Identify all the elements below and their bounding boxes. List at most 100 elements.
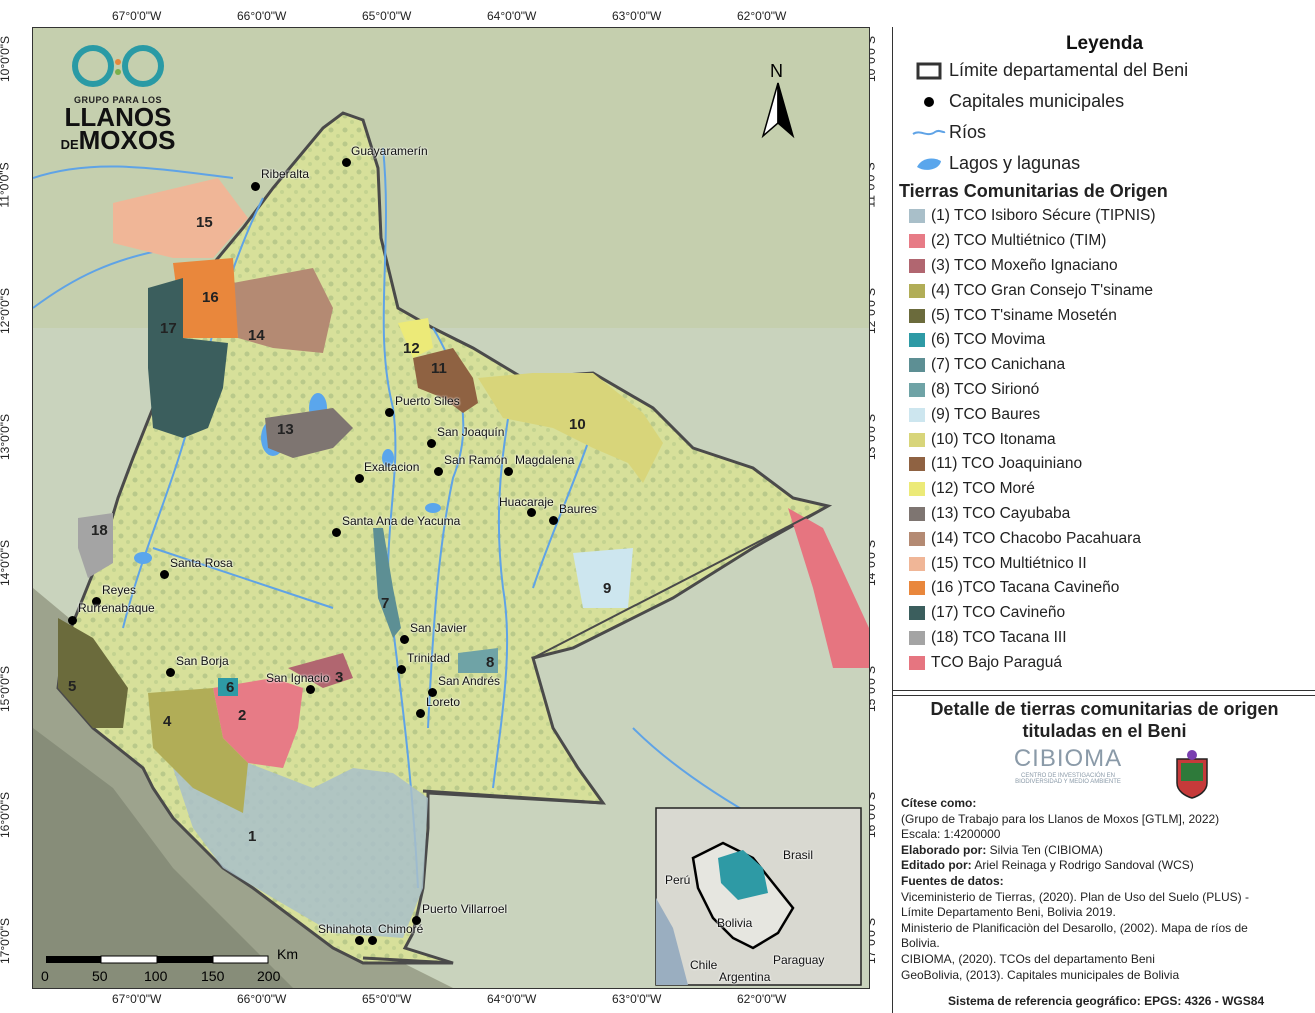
place-label: Magdalena [515, 453, 575, 467]
tco-legend-label: (3) TCO Moxeño Ignaciano [931, 256, 1118, 274]
tco-bajo-paragua [788, 508, 869, 668]
tco-legend-item: (8) TCO Sirionó [893, 378, 1315, 403]
dot-icon [909, 95, 949, 109]
scale-tick-200: 200 [257, 968, 281, 984]
tco-number: 14 [248, 327, 265, 344]
tco-legend-item: TCO Bajo Paraguá [893, 650, 1315, 675]
place-label: Reyes [102, 583, 137, 597]
inset-label-peru: Perú [665, 873, 691, 887]
tco-swatch-icon [909, 333, 925, 348]
tco-legend-label: (7) TCO Canichana [931, 356, 1066, 374]
tco-legend-item: (14) TCO Chacobo Pacahuara [893, 526, 1315, 551]
tco-14 [233, 268, 333, 353]
north-label: N [770, 61, 783, 81]
coord-left-1: 10°0'0"S [0, 35, 13, 83]
place-label: Chimoré [378, 922, 424, 936]
tco-swatch-icon [909, 606, 925, 621]
scale-tick-50: 50 [92, 968, 108, 984]
coord-bottom-3: 65°0'0"W [362, 992, 412, 1006]
legend-item-lakes: Lagos y lagunas [909, 148, 1315, 179]
tco-swatch-icon [909, 209, 925, 224]
place-dot [355, 936, 364, 945]
coord-left-8: 17°0'0"S [0, 917, 13, 965]
tco-11 [413, 348, 478, 413]
cibioma-sub1: CENTRO DE INVESTIGACIÓN EN [1020, 773, 1115, 779]
place-label: Trinidad [407, 651, 450, 665]
made-label: Elaborado por: [901, 842, 987, 857]
tco-legend-label: (1) TCO Isiboro Sécure (TIPNIS) [931, 207, 1156, 225]
tco-legend-item: (7) TCO Canichana [893, 353, 1315, 378]
coord-left-5: 14°0'0"S [0, 539, 13, 587]
tco-legend-item: (4) TCO Gran Consejo T'siname [893, 278, 1315, 303]
place-label: Exaltacion [364, 460, 420, 474]
coord-top-5: 63°0'0"W [612, 9, 662, 23]
place-label: Guayaramerín [351, 144, 428, 158]
detail-title-line1: Detalle de tierras comunitarias de orige… [930, 699, 1279, 719]
tco-10 [478, 373, 663, 483]
legend-item-label: Capitales municipales [949, 91, 1125, 111]
logo-line1: GRUPO PARA LOS [73, 95, 162, 105]
tco-legend-label: TCO Bajo Paraguá [931, 653, 1062, 671]
srs-text: Sistema de referencia geográfico: EPGS: … [948, 994, 1265, 1008]
tco-number: 13 [277, 421, 294, 438]
tco-legend-item: (11) TCO Joaquiniano [893, 452, 1315, 477]
coord-left-4: 13°0'0"S [0, 413, 13, 461]
tco-13 [265, 408, 353, 458]
source-line: Bolivia. [901, 936, 940, 951]
place-dot [504, 467, 513, 476]
tco-legend-item: (15) TCO Multiétnico II [893, 551, 1315, 576]
legend-item-capitals: Capitales municipales [909, 86, 1315, 117]
place-dot [397, 665, 406, 674]
place-dot [427, 439, 436, 448]
tco-swatch-icon [909, 630, 925, 645]
place-dot [527, 508, 536, 517]
place-label: San Andrés [438, 674, 501, 688]
tco-legend-item: (17) TCO Cavineño [893, 601, 1315, 626]
tco-legend-label: (18) TCO Tacana III [931, 628, 1067, 646]
place-label: Shinahota [318, 922, 373, 936]
legend-panel: Leyenda Límite departamental del Beni Ca… [892, 27, 1315, 1013]
place-label: San Ramón [444, 453, 508, 467]
tco-number: 4 [163, 713, 172, 730]
cibioma-name: CIBIOMA [1013, 745, 1123, 772]
place-dot [549, 516, 558, 525]
place-dot [416, 709, 425, 718]
coord-top-1: 67°0'0"W [112, 9, 162, 23]
tco-number: 10 [569, 416, 586, 433]
coord-top-4: 64°0'0"W [487, 9, 537, 23]
coord-bottom-1: 67°0'0"W [112, 992, 162, 1006]
place-label: Puerto Siles [395, 394, 460, 408]
tco-legend-item: (6) TCO Movima [893, 328, 1315, 353]
andes-relief-2 [33, 728, 293, 988]
cite-text: (Grupo de Trabajo para los Llanos de Mox… [901, 811, 1220, 826]
tco-legend-item: (18) TCO Tacana III [893, 626, 1315, 651]
detail-title: Detalle de tierras comunitarias de orige… [893, 698, 1315, 742]
place-dot [68, 616, 77, 625]
tco-legend-label: (16 )TCO Tacana Cavineño [931, 579, 1120, 597]
tco-legend-label: (6) TCO Movima [931, 331, 1046, 349]
legend-item-rivers: Ríos [909, 117, 1315, 148]
tco-swatch-icon [909, 258, 925, 273]
tco-legend-label: (17) TCO Cavineño [931, 604, 1066, 622]
background-north [33, 28, 869, 328]
tco-legend-label: (9) TCO Baures [931, 405, 1041, 423]
scale-tick-0: 0 [41, 968, 49, 984]
tco-number: 16 [202, 289, 219, 306]
place-dot [160, 570, 169, 579]
legend-item-label: Ríos [949, 122, 987, 142]
coord-left-7: 16°0'0"S [0, 791, 13, 839]
map-frame[interactable]: GRUPO PARA LOS LLANOS DEMOXOS N Km 0 50 … [32, 27, 870, 989]
tco-swatch-icon [909, 358, 925, 373]
tco-17 [148, 278, 228, 438]
place-dot [332, 528, 341, 537]
tco-legend-label: (10) TCO Itonama [931, 430, 1056, 448]
tco-legend-item: (16 )TCO Tacana Cavineño [893, 576, 1315, 601]
inset-label-bolivia: Bolivia [717, 916, 753, 930]
tco-number: 17 [160, 320, 177, 337]
inset-map [655, 807, 862, 986]
department-limit-e [532, 505, 829, 659]
place-label: Baures [559, 502, 598, 516]
tco-legend-item: (13) TCO Cayubaba [893, 502, 1315, 527]
sources-label: Fuentes de datos: [901, 873, 1004, 888]
logo-icon [72, 45, 164, 87]
